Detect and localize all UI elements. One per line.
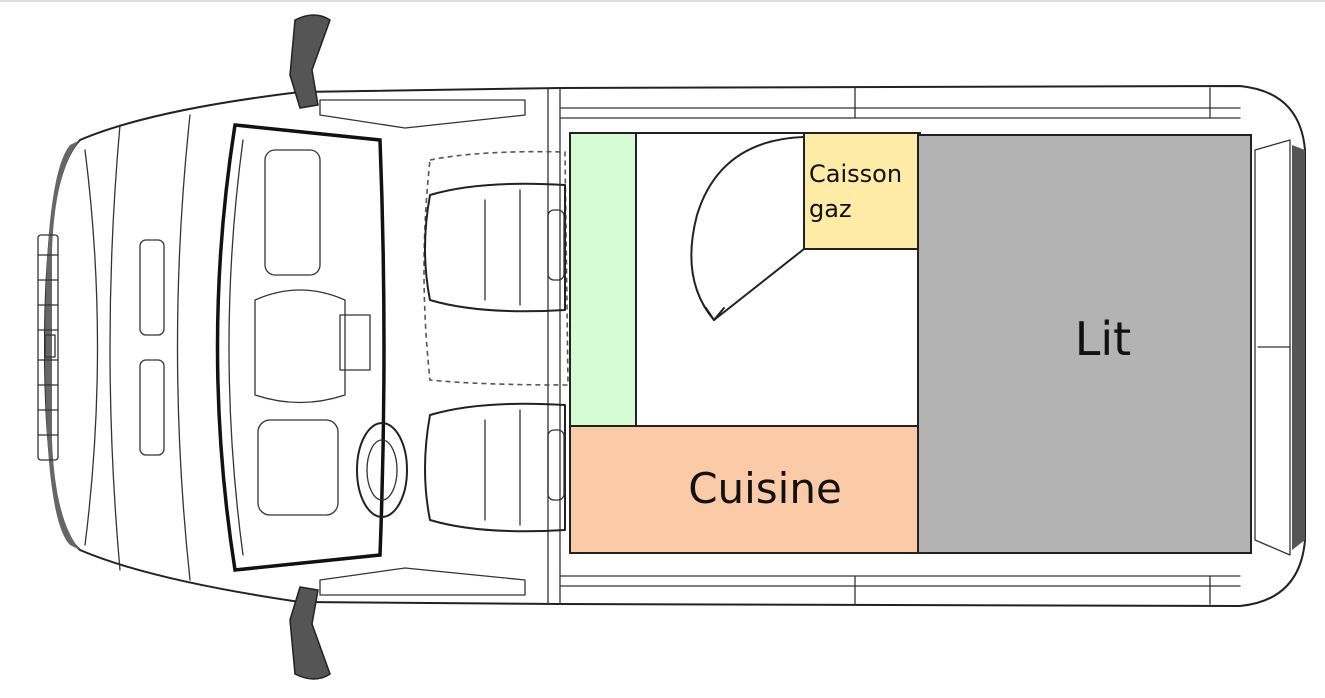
dashboard-right — [257, 419, 339, 516]
hood-vent-bottom — [139, 359, 165, 456]
console-controls — [339, 314, 371, 371]
van-body — [37, 85, 1306, 607]
front-seats — [423, 150, 569, 533]
steering-wheel — [356, 422, 408, 518]
kitchen-block — [569, 425, 921, 554]
mirror-bottom — [289, 586, 331, 680]
passenger-seat — [424, 182, 566, 313]
bed-block — [917, 134, 1252, 554]
hood-vent-top — [139, 239, 165, 336]
gas-box — [803, 132, 921, 250]
driver-seat — [424, 402, 566, 533]
door-swing-line — [713, 248, 805, 321]
hood-line-2 — [109, 124, 121, 571]
door-window-top — [319, 99, 526, 129]
dashboard-left — [264, 149, 321, 276]
hood-line-1 — [84, 149, 99, 546]
hood-line-3 — [176, 114, 191, 581]
door-swing-arrowhead — [705, 307, 725, 321]
kitchen-label: Cuisine — [688, 464, 842, 513]
gas-box-label-line2: gaz — [809, 195, 852, 223]
door-swing-arc — [690, 136, 805, 321]
windshield-inner — [228, 139, 244, 556]
rear-bumper — [1292, 145, 1305, 550]
seat-swivel-area — [423, 150, 569, 386]
steering-wheel-inner — [366, 439, 398, 501]
front-bumper — [45, 140, 80, 550]
center-console — [254, 289, 346, 404]
bed-label: Lit — [1075, 312, 1131, 366]
gas-box-label-line1: Caisson — [809, 160, 902, 188]
windshield — [215, 123, 386, 572]
green-cabinet — [569, 132, 637, 427]
rear-doors — [1254, 139, 1291, 556]
grille — [37, 234, 59, 461]
mirror-top — [289, 14, 331, 109]
door-window-bottom — [319, 567, 526, 596]
